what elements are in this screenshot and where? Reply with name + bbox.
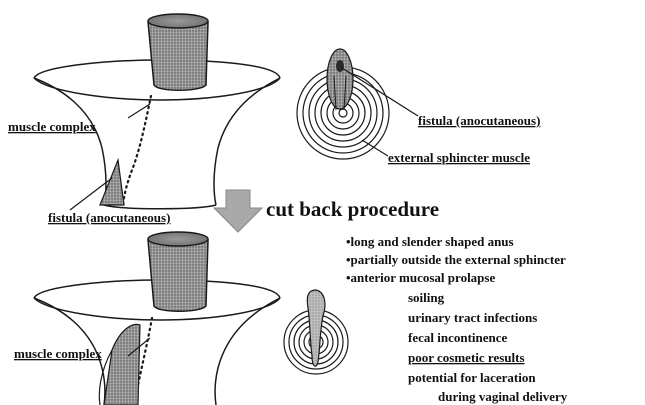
- procedure-title: cut back procedure: [266, 197, 439, 221]
- label-muscle-complex-top: muscle complex: [8, 119, 96, 134]
- consequence-item: potential for laceration: [408, 370, 536, 385]
- consequence-item: soiling: [408, 290, 445, 305]
- down-arrow-icon: [214, 190, 262, 232]
- rectum-cylinder-after: [148, 232, 208, 311]
- consequence-subitem: during vaginal delivery: [438, 389, 568, 404]
- cut-back-wedge-after: [104, 324, 140, 405]
- outcome-list: •long and slender shaped anus •partially…: [346, 234, 568, 404]
- label-external-sphincter: external sphincter muscle: [388, 150, 530, 165]
- leader-muscle-complex-top: [128, 104, 150, 118]
- label-fistula-left: fistula (anocutaneous): [48, 210, 170, 225]
- label-fistula-right: fistula (anocutaneous): [418, 113, 540, 128]
- bullet-item: •long and slender shaped anus: [346, 234, 514, 249]
- leader-fistula-right: [342, 68, 418, 116]
- consequence-item-underlined: poor cosmetic results: [408, 350, 525, 365]
- fistula-wedge-before: [100, 160, 124, 205]
- rectum-cylinder-before: [148, 14, 208, 90]
- consequence-item: fecal incontinence: [408, 330, 508, 345]
- leader-external-sphincter: [362, 140, 388, 156]
- elongated-anus-after: [307, 290, 325, 366]
- consequence-item: urinary tract infections: [408, 310, 537, 325]
- label-muscle-complex-bottom: muscle complex: [14, 346, 102, 361]
- fistula-opening-before: [327, 49, 353, 110]
- bullet-item: •partially outside the external sphincte…: [346, 252, 566, 267]
- bullet-item: •anterior mucosal prolapse: [346, 270, 495, 285]
